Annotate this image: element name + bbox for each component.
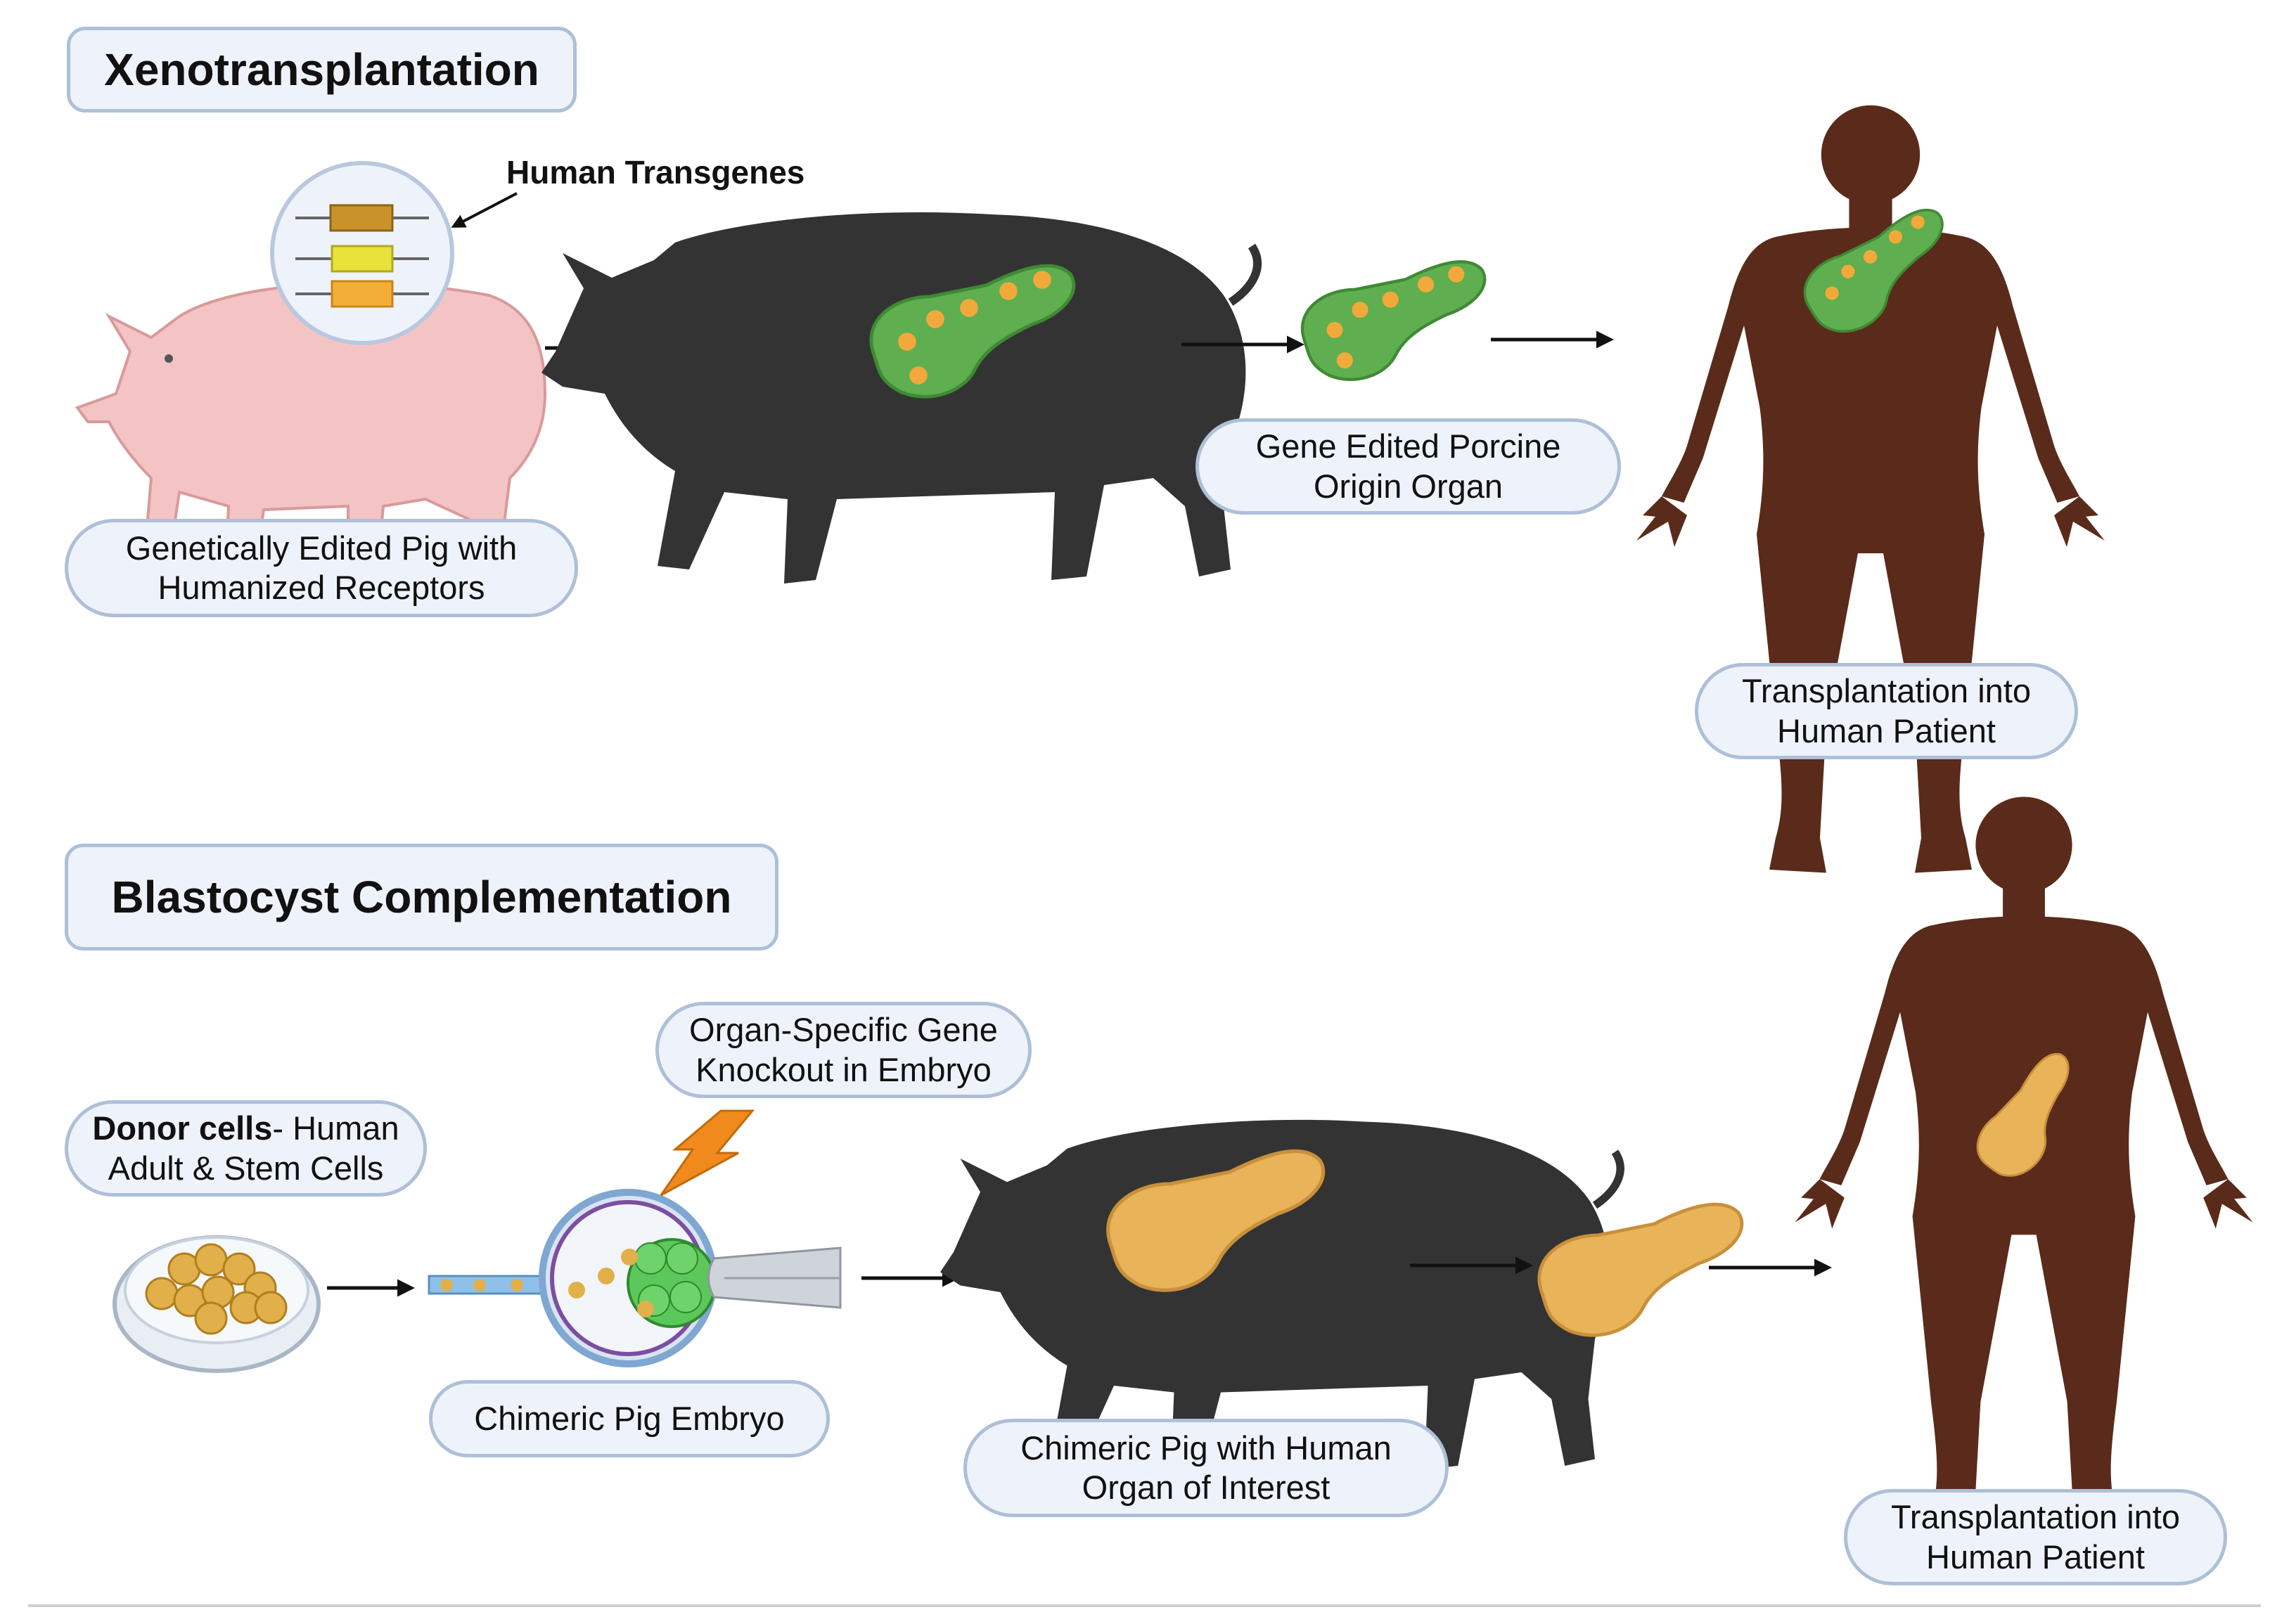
donor-cells-line2: Adult & Stem Cells: [108, 1149, 384, 1187]
porcine-organ-in-human-icon: [1790, 205, 1965, 342]
donor-cells-bold: Donor cells: [92, 1109, 273, 1147]
porcine-organ-icon: [1302, 262, 1485, 380]
holding-pipette-icon: [707, 1246, 842, 1309]
transgene-pointer-arrow: [451, 192, 518, 228]
gene-edited-pig-icon: [541, 212, 1257, 584]
chimeric-embryo-icon: [539, 1189, 717, 1367]
section-title-blastocyst: Blastocyst Complementation: [65, 844, 778, 950]
lightning-bolt-icon: [660, 1109, 755, 1197]
bottom-rule: [28, 1604, 2261, 1607]
donor-cells-rest: - Human: [272, 1109, 399, 1147]
petri-dish-icon: [113, 1235, 321, 1373]
porcine-organ-in-pig-icon: [871, 266, 1074, 397]
human-transgenes-label: Human Transgenes: [506, 154, 805, 191]
chimeric-embryo-label: Chimeric Pig Embryo: [429, 1380, 830, 1457]
donor-cells-label: Donor cells- Human Adult & Stem Cells: [65, 1100, 427, 1197]
injection-pipette-icon: [428, 1275, 558, 1295]
section-title-xenotransplantation: Xenotransplantation: [67, 27, 577, 112]
transgene-magnifier-icon: [270, 161, 454, 345]
